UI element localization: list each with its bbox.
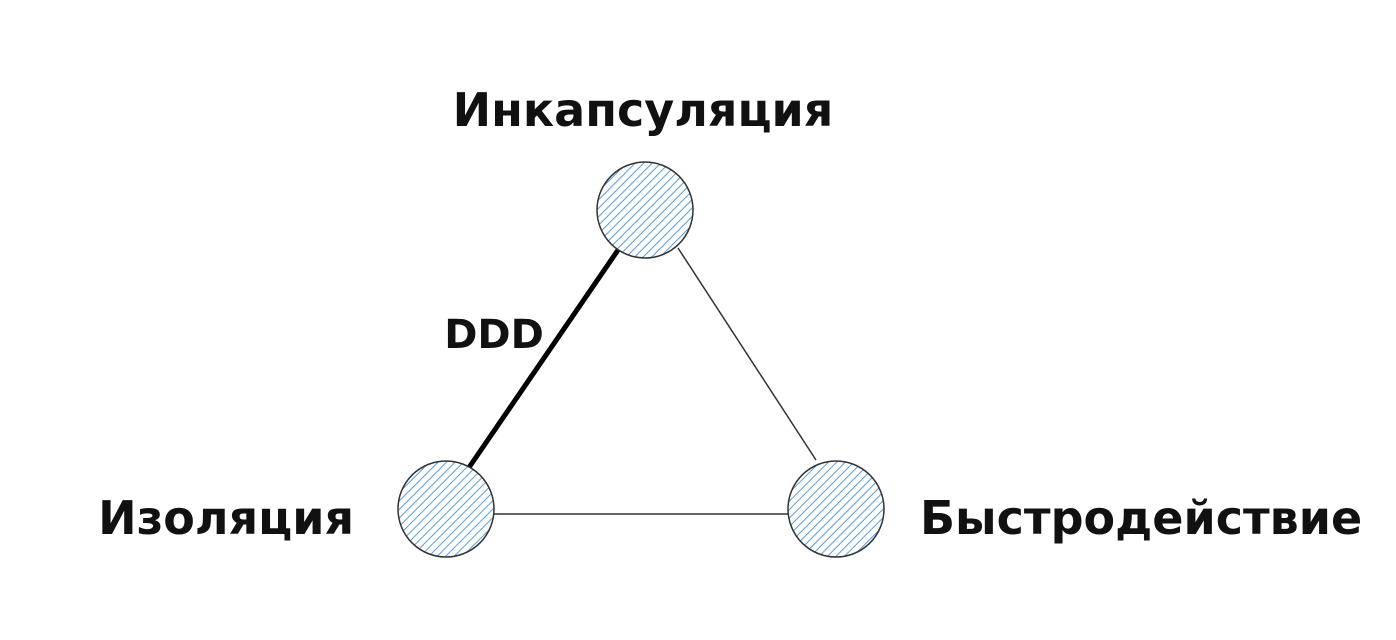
node-left-circle [397,460,495,558]
node-left-label: Изоляция [98,491,354,545]
node-right-label: Быстродействие [920,491,1362,545]
node-top-label: Инкапсуляция [453,83,834,137]
edge-top-left [467,247,621,469]
node-top-circle [596,161,694,259]
node-right-circle [787,460,885,558]
edge-top-left-label: DDD [444,312,544,358]
edge-top-right [677,247,817,461]
